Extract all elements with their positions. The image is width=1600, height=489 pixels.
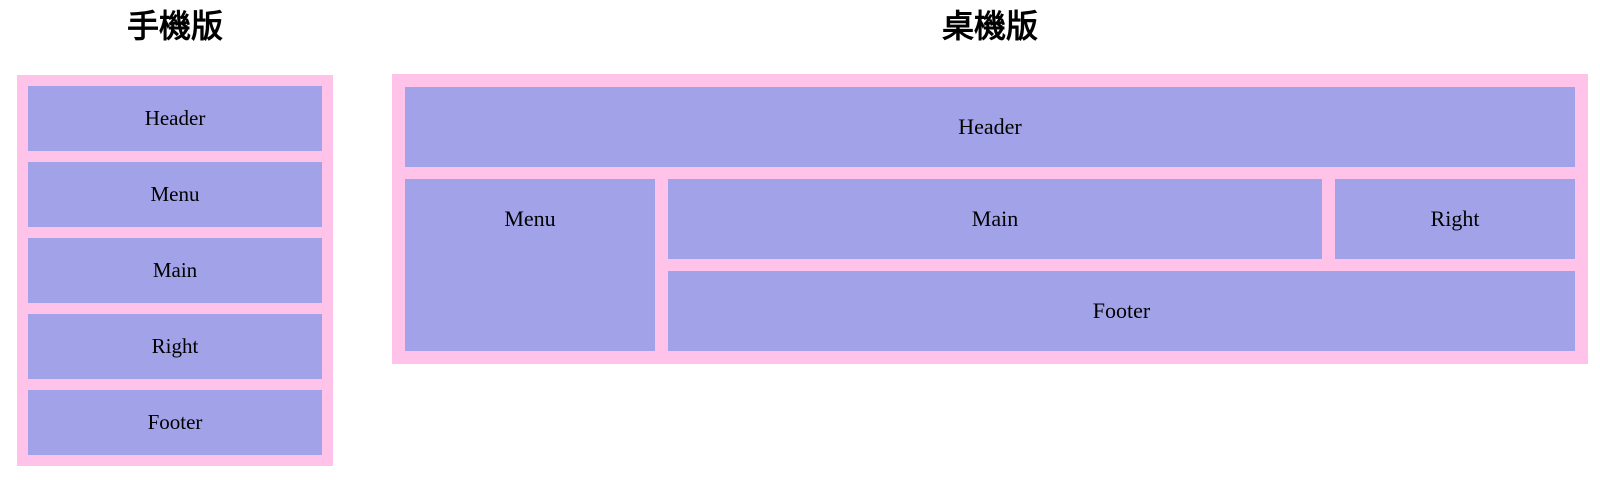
desktop-main-box: Main	[668, 179, 1322, 259]
desktop-right-box: Right	[1335, 179, 1575, 259]
desktop-section-title: 桌機版	[941, 8, 1038, 44]
desktop-layout-container: Header Menu Main Right Footer	[392, 74, 1588, 364]
desktop-header-box: Header	[405, 87, 1575, 167]
desktop-menu-box: Menu	[405, 179, 655, 351]
mobile-main-box: Main	[28, 238, 322, 303]
desktop-footer-box: Footer	[668, 271, 1575, 351]
mobile-menu-box: Menu	[28, 162, 322, 227]
mobile-header-box: Header	[28, 86, 322, 151]
mobile-right-box: Right	[28, 314, 322, 379]
mobile-footer-box: Footer	[28, 390, 322, 455]
mobile-section-title: 手機版	[126, 8, 223, 44]
mobile-layout-container: Header Menu Main Right Footer	[17, 75, 333, 466]
